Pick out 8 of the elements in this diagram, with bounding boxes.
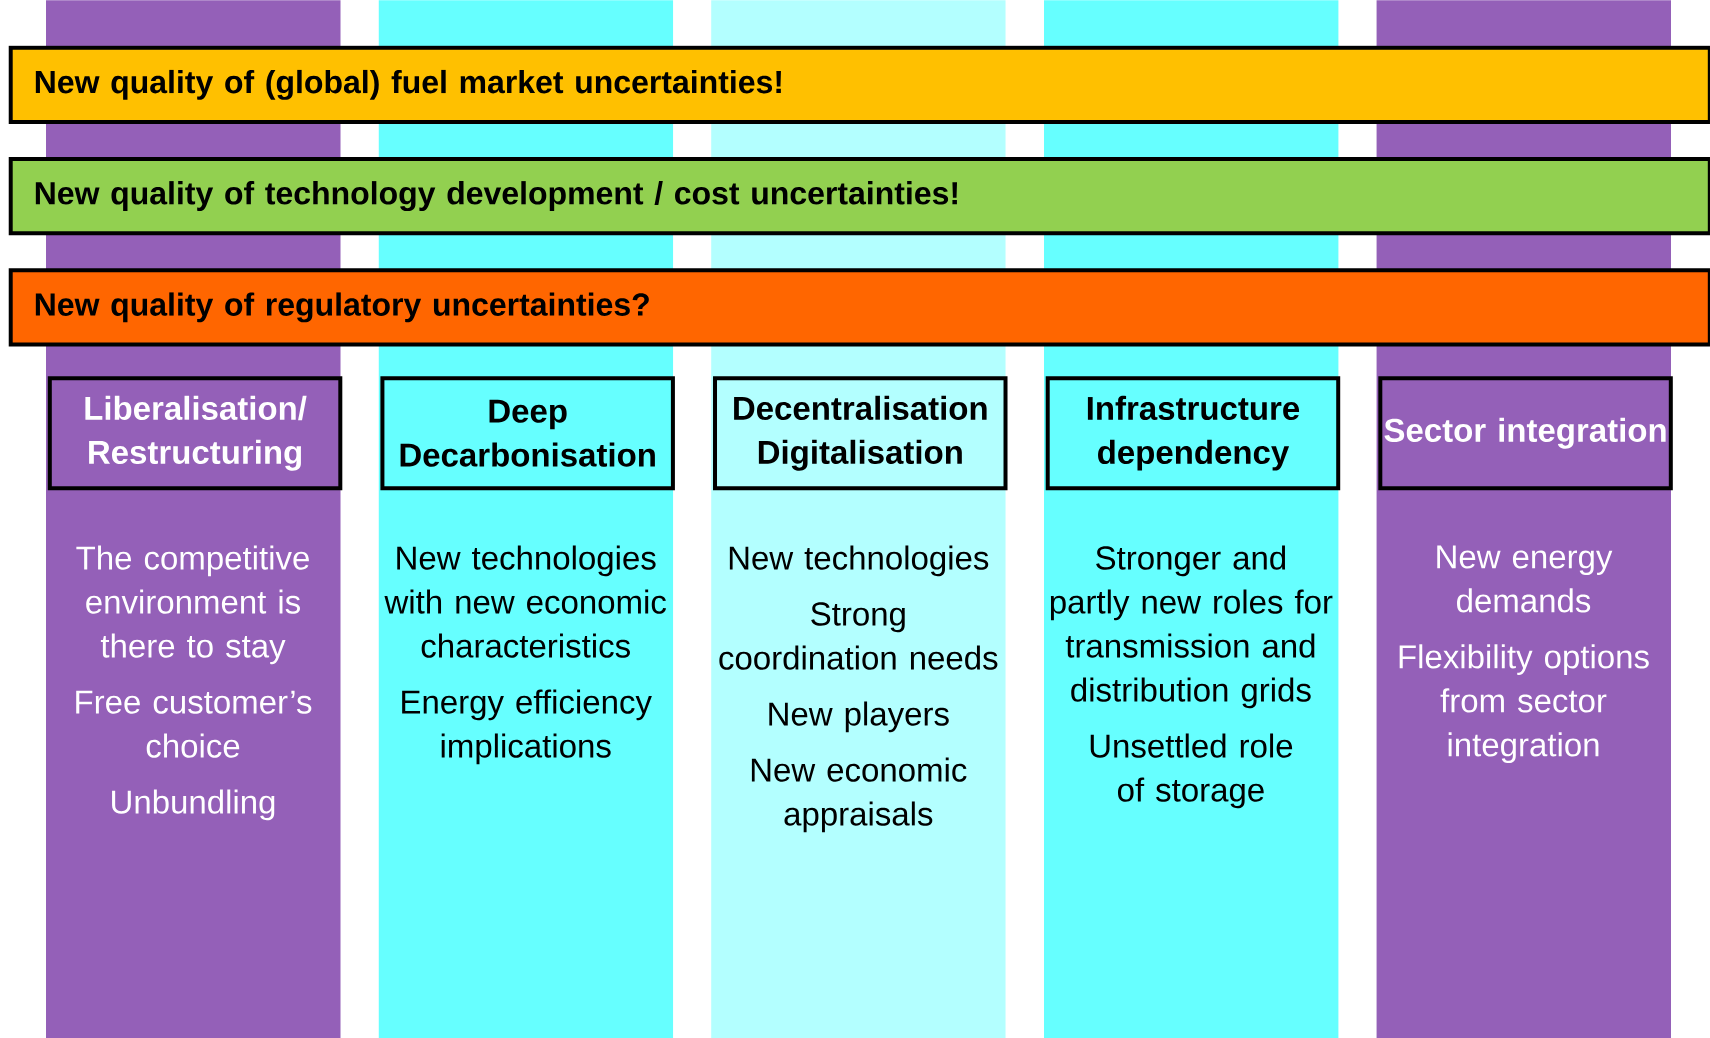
header-box: Liberalisation/ Restructuring <box>47 376 343 491</box>
banner-bar: New quality of technology development / cost uncertainties! <box>8 157 1710 236</box>
header-box: Infrastructure dependency <box>1045 376 1341 491</box>
header-box: Sector integration <box>1378 376 1673 491</box>
banner-bar: New quality of (global) fuel market uncertainties! <box>8 45 1710 124</box>
header-box: Decentralisation Digitalisation <box>713 376 1008 491</box>
banner-bar: New quality of regulatory uncertainties? <box>8 268 1710 347</box>
header-box: Deep Decarbonisation <box>380 376 675 491</box>
